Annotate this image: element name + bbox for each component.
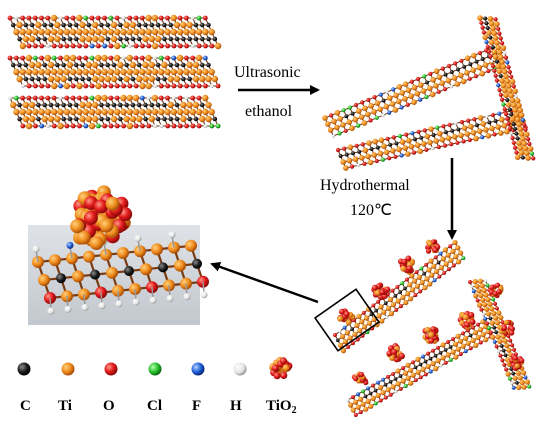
flake-lower (335, 107, 528, 171)
tio2-cluster-2 (371, 282, 391, 300)
legend-label-f: F (192, 398, 202, 414)
tio2-cluster-6 (386, 342, 405, 363)
tio2-cluster-4 (425, 239, 441, 254)
zoom-arrow (210, 261, 319, 304)
legend-label-c: C (20, 398, 31, 414)
legend-icon-tio2 (269, 356, 293, 380)
legend-label-h: H (230, 398, 242, 414)
step2-label-line2: 120℃ (350, 202, 392, 219)
zoom-selection-box (313, 288, 381, 352)
tio2-cluster-1 (337, 308, 356, 326)
legend-icons (17, 356, 293, 380)
stacked-mxene-layers (7, 14, 222, 130)
step1-label-line2: ethanol (245, 103, 293, 120)
legend-icon-cl (148, 362, 162, 376)
tio2-cluster-7 (422, 326, 440, 344)
tio2-cluster-5 (351, 371, 369, 386)
exfoliated-mxene-flakes (322, 15, 536, 171)
tio2-cluster-3 (397, 255, 415, 275)
zoom-lattice (32, 231, 209, 315)
mxene-layer-1 (7, 14, 222, 50)
tio2-cluster-11 (507, 353, 525, 371)
zoomed-tio2-cluster-inset (28, 185, 209, 325)
tio2-decorated-flakes (333, 239, 532, 417)
step2-label-line1: Hydrothermal (320, 177, 410, 194)
tio2-cluster-8 (457, 310, 476, 330)
legend-icon-o (104, 362, 118, 376)
decorated-flake-2 (346, 319, 493, 417)
legend-icon-h (233, 362, 247, 376)
mxene-layer-3 (8, 94, 221, 130)
mxene-layer-2 (7, 54, 221, 90)
zoom-tio2-cluster (70, 185, 133, 251)
step1-label-line1: Ultrasonic (234, 64, 301, 81)
legend-icon-f (191, 362, 205, 376)
legend-label-tio2: TiO2 (266, 398, 297, 416)
flake-vertical (477, 15, 536, 161)
legend-icon-c (17, 362, 31, 376)
legend-label-cl: Cl (147, 398, 162, 414)
tio2-cluster-10 (499, 319, 515, 336)
legend-label-ti: Ti (58, 398, 72, 414)
legend-icon-ti (61, 362, 75, 376)
decorated-flake-1 (333, 239, 466, 354)
tio2-cluster-9 (488, 282, 504, 299)
legend-label-o: O (103, 398, 115, 414)
